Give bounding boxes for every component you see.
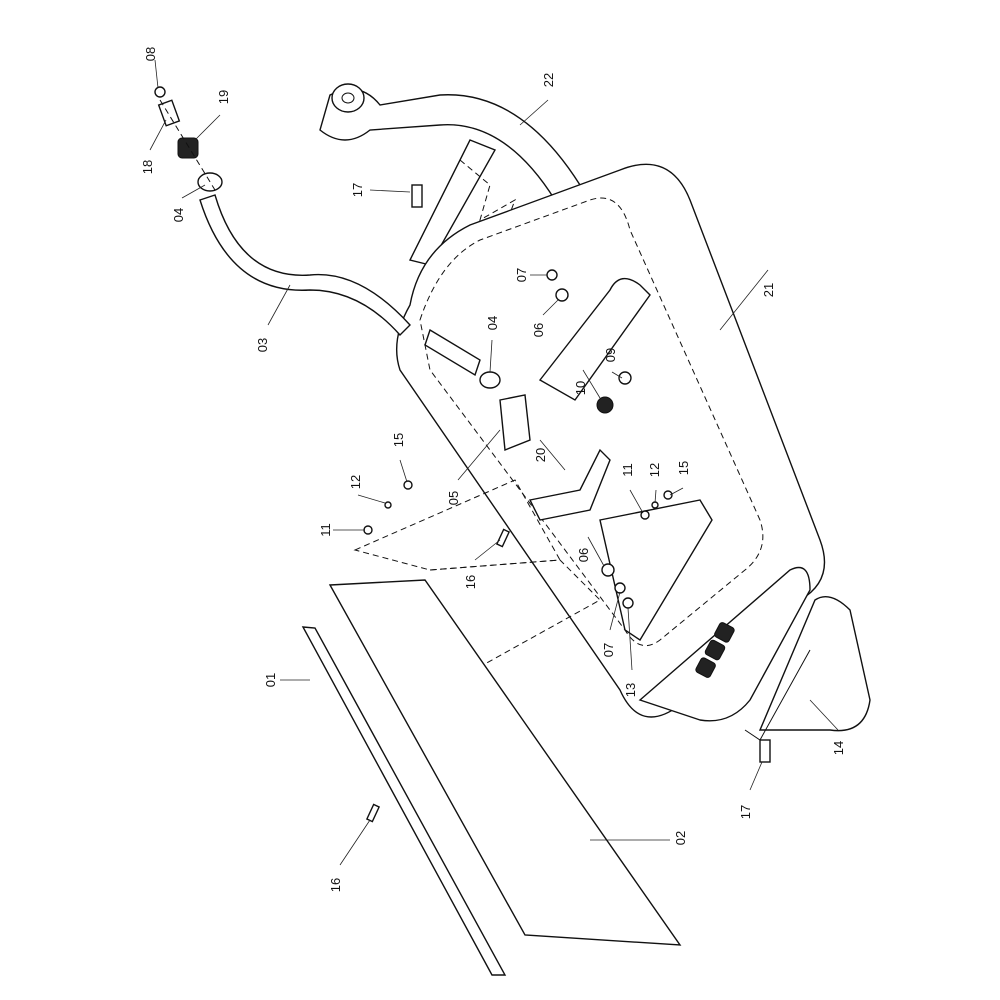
badge-block	[714, 622, 735, 643]
heat-shield-14	[758, 596, 871, 732]
callout-06: 06	[531, 323, 546, 337]
callout-17: 17	[350, 183, 365, 197]
leader-line	[749, 761, 763, 791]
callout-22: 22	[541, 73, 556, 87]
leader-line	[629, 489, 644, 514]
strip-01	[301, 626, 507, 976]
callout-labels: 08 19 18 04 22 17 03 21 07 06 04 10 09 1…	[140, 47, 846, 892]
plate-02	[328, 579, 682, 946]
leader-line	[369, 189, 411, 193]
callout-17b: 17	[738, 805, 753, 819]
callout-05: 05	[446, 491, 461, 505]
nut-15a	[403, 480, 413, 490]
leader-line	[719, 269, 769, 331]
washer-08	[154, 86, 166, 98]
nut-06b	[601, 563, 615, 577]
washer-07b	[614, 582, 626, 594]
leader-line	[582, 369, 601, 399]
leader-line	[457, 429, 501, 481]
nut-10	[596, 396, 614, 414]
callout-15: 15	[391, 433, 406, 447]
alignment-line	[159, 99, 216, 191]
exhaust-pipe-03	[199, 194, 411, 337]
badge-600	[695, 622, 735, 678]
callout-16b: 16	[328, 878, 343, 892]
clamp-04b	[479, 371, 501, 389]
leader-line	[669, 487, 684, 496]
callout-01: 01	[263, 673, 278, 687]
internal-pipe	[538, 277, 651, 401]
callout-18: 18	[140, 160, 155, 174]
leader-line	[587, 536, 605, 567]
leader-line	[542, 299, 559, 316]
leader-line	[809, 699, 839, 731]
callout-11: 11	[318, 523, 333, 537]
bracket-20	[528, 448, 611, 521]
callout-07b: 07	[601, 643, 616, 657]
washer-11a	[363, 525, 373, 535]
washer-07a	[546, 269, 558, 281]
callout-14: 14	[831, 741, 846, 755]
leader-line	[489, 339, 493, 373]
nut-06a	[555, 288, 569, 302]
callout-21: 21	[761, 283, 776, 297]
bolt-16a	[495, 528, 511, 548]
callout-07: 07	[514, 268, 529, 282]
leader-line	[474, 539, 501, 561]
callout-09: 09	[603, 348, 618, 362]
callout-15b: 15	[676, 461, 691, 475]
leader-line	[194, 114, 221, 141]
bolt-17b	[759, 739, 771, 763]
alignment-line	[419, 559, 601, 701]
leader-line	[611, 371, 623, 379]
callout-08: 08	[143, 47, 158, 61]
callout-02: 02	[673, 831, 688, 845]
inner-hose	[424, 328, 481, 377]
nut-19	[177, 137, 199, 159]
leader-line	[399, 459, 408, 483]
leader-lines	[149, 59, 839, 866]
tailpipe-outlet	[331, 83, 365, 113]
badge-block	[704, 639, 726, 661]
callout-16: 16	[463, 575, 478, 589]
fitting-18	[157, 99, 181, 127]
fitting-05	[499, 394, 531, 451]
badge-block	[695, 657, 716, 678]
callout-12: 12	[348, 475, 363, 489]
clamp-04	[197, 172, 223, 192]
leader-line	[149, 119, 167, 151]
callout-11b: 11	[620, 463, 635, 477]
leader-line	[181, 184, 206, 199]
nut-15b	[663, 490, 673, 500]
bolt-09	[618, 371, 632, 385]
callout-13: 13	[623, 683, 638, 697]
bolt-16b	[365, 803, 381, 823]
callout-03: 03	[255, 338, 270, 352]
bolt-17a	[411, 184, 423, 208]
callout-12b: 12	[647, 463, 662, 477]
leader-line	[154, 59, 159, 89]
washer-12a	[384, 501, 392, 509]
washer-13	[622, 597, 634, 609]
leader-line	[654, 489, 657, 504]
muffler-body-21	[395, 163, 826, 718]
muffler-end-cap	[638, 566, 811, 722]
leader-line	[627, 607, 633, 671]
callout-20: 20	[533, 448, 548, 462]
leader-line	[267, 284, 291, 326]
callout-04b: 04	[485, 316, 500, 330]
callout-19: 19	[216, 90, 231, 104]
leader-line	[357, 494, 386, 504]
callout-04: 04	[171, 208, 186, 222]
callout-10: 10	[573, 381, 588, 395]
leader-line	[339, 819, 371, 866]
alignment-line	[353, 479, 561, 571]
leader-line	[609, 591, 621, 631]
muffler-hidden-outline	[419, 197, 764, 647]
tailpipe-outlet-bore	[341, 92, 355, 104]
leader-line	[539, 439, 566, 471]
leader-line	[519, 99, 549, 126]
callout-06b: 06	[576, 548, 591, 562]
